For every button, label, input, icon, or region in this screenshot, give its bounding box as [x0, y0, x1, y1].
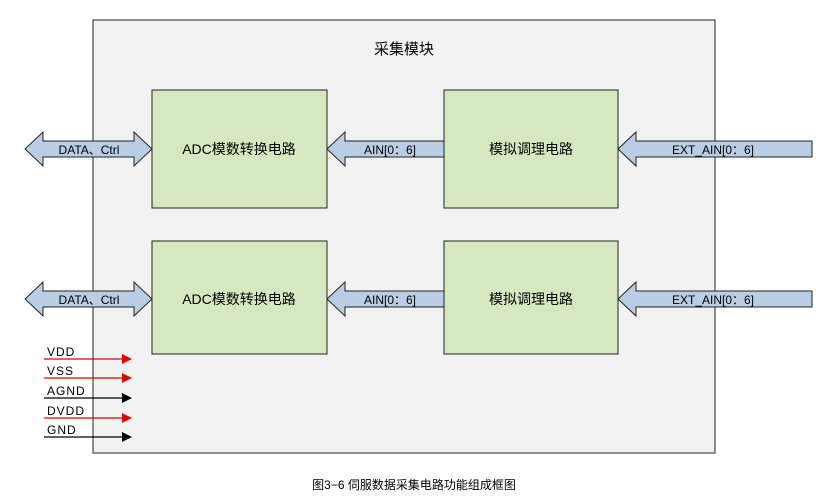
ain-label: AIN[0：6]: [364, 293, 416, 307]
adc-converter-label: ADC模数转换电路: [182, 291, 296, 307]
analog-conditioning-label: 模拟调理电路: [489, 141, 573, 157]
power-line-agnd: AGND: [44, 384, 132, 403]
ext-ain-bus-arrow: [617, 280, 813, 318]
ext-ain-bus-arrow: [617, 130, 813, 168]
ain-label: AIN[0：6]: [364, 143, 416, 157]
acquisition-module-frame: [92, 19, 716, 454]
analog-conditioning-label: 模拟调理电路: [489, 291, 573, 307]
power-label: GND: [47, 423, 77, 437]
data-ctrl-label: DATA、Ctrl: [59, 293, 120, 307]
ext-ain-label: EXT_AIN[0：6]: [672, 293, 754, 307]
channel-2: DATA、Ctrl ADC模数转换电路 AIN[0：6] 模拟调理电路 EXT_…: [24, 240, 813, 355]
module-title: 采集模块: [374, 41, 434, 58]
power-line-dvdd: DVDD: [44, 404, 132, 423]
adc-converter-block: [151, 240, 328, 355]
power-line-vss: VSS: [44, 364, 132, 383]
power-label: VSS: [47, 364, 74, 378]
power-line-vdd: VDD: [44, 345, 132, 364]
figure-caption: 图3−6 伺服数据采集电路功能组成框图: [312, 477, 516, 492]
channel-1: DATA、Ctrl ADC模数转换电路 AIN[0：6] 模拟调理电路 EXT_…: [24, 89, 813, 209]
power-signals: VDD VSS AGND DVDD GND: [44, 345, 132, 442]
power-label: VDD: [47, 345, 75, 359]
analog-conditioning-block: [443, 240, 619, 355]
analog-conditioning-block: [443, 89, 619, 209]
ext-ain-label: EXT_AIN[0：6]: [672, 143, 754, 157]
power-label: AGND: [47, 384, 86, 398]
adc-converter-label: ADC模数转换电路: [182, 141, 296, 157]
power-label: DVDD: [47, 404, 85, 418]
adc-converter-block: [151, 89, 328, 209]
power-line-gnd: GND: [44, 423, 132, 442]
data-ctrl-label: DATA、Ctrl: [59, 143, 120, 157]
